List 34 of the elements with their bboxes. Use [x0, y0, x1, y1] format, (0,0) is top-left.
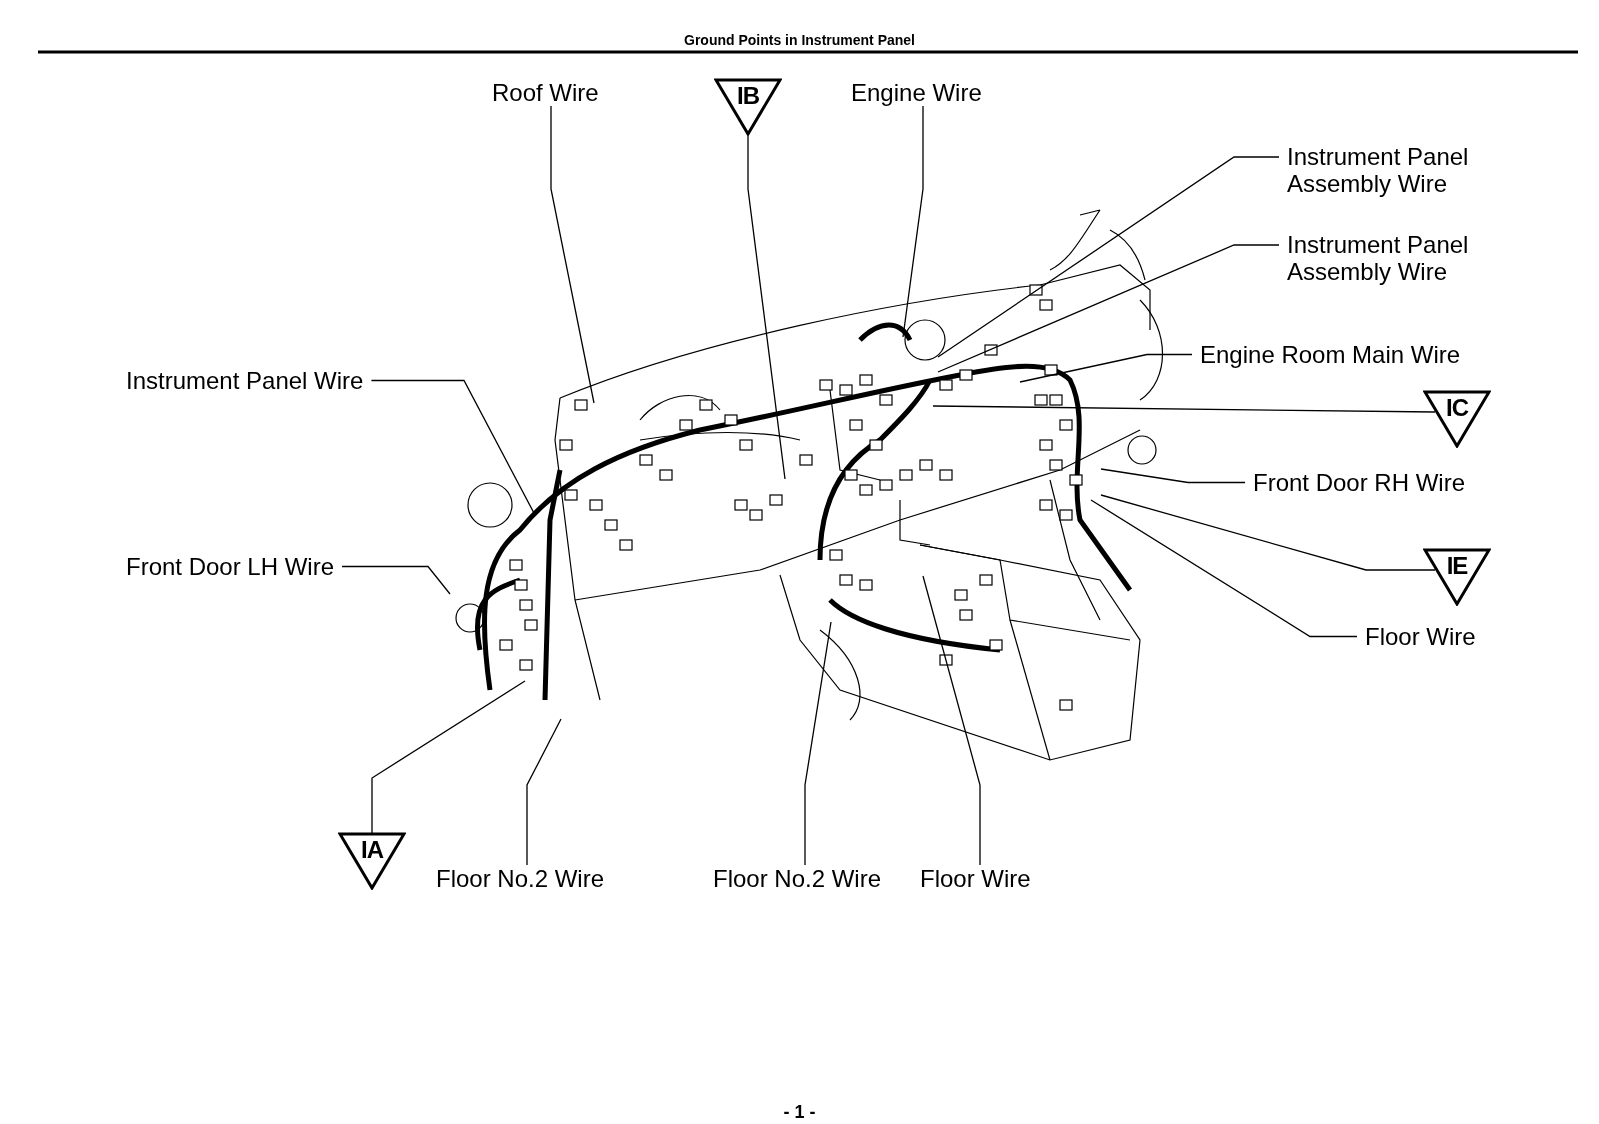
leader-line — [526, 718, 562, 866]
leader-line — [341, 565, 451, 595]
leader-line — [371, 680, 526, 835]
page-number: - 1 - — [783, 1102, 816, 1123]
ground-point-symbol: IE — [1423, 548, 1491, 606]
leader-line — [1100, 494, 1436, 571]
wire-label: Front Door RH Wire — [1253, 469, 1466, 496]
wire-label: Instrument Panel Assembly Wire — [1287, 231, 1497, 285]
wire-label: Engine Wire — [851, 79, 982, 106]
wire-label: Floor No.2 Wire — [436, 865, 605, 892]
leader-line — [370, 379, 536, 516]
leader-line — [1019, 353, 1193, 383]
ground-point-symbol: IC — [1423, 390, 1491, 448]
wire-label: Instrument Panel Assembly Wire — [1287, 143, 1497, 197]
wire-label: Engine Room Main Wire — [1200, 341, 1461, 368]
leader-line — [922, 575, 981, 866]
page-title: Ground Points in Instrument Panel — [684, 32, 915, 48]
wire-label: Roof Wire — [492, 79, 599, 106]
leader-line — [747, 135, 786, 480]
ground-point-symbol: IB — [714, 78, 782, 136]
leader-line — [1090, 499, 1358, 638]
leader-line — [550, 105, 595, 404]
leader-line — [1100, 468, 1246, 484]
wire-label: Instrument Panel Wire — [126, 367, 364, 394]
leader-line — [902, 105, 924, 338]
wire-label: Front Door LH Wire — [126, 553, 335, 580]
leader-line — [804, 621, 832, 866]
leader-line — [932, 405, 1436, 413]
wire-label: Floor Wire — [1365, 623, 1476, 650]
leader-line — [937, 156, 1280, 358]
leader-line — [937, 244, 1280, 373]
wire-label: Floor Wire — [920, 865, 1031, 892]
wire-label: Floor No.2 Wire — [713, 865, 882, 892]
ground-point-symbol: IA — [338, 832, 406, 890]
